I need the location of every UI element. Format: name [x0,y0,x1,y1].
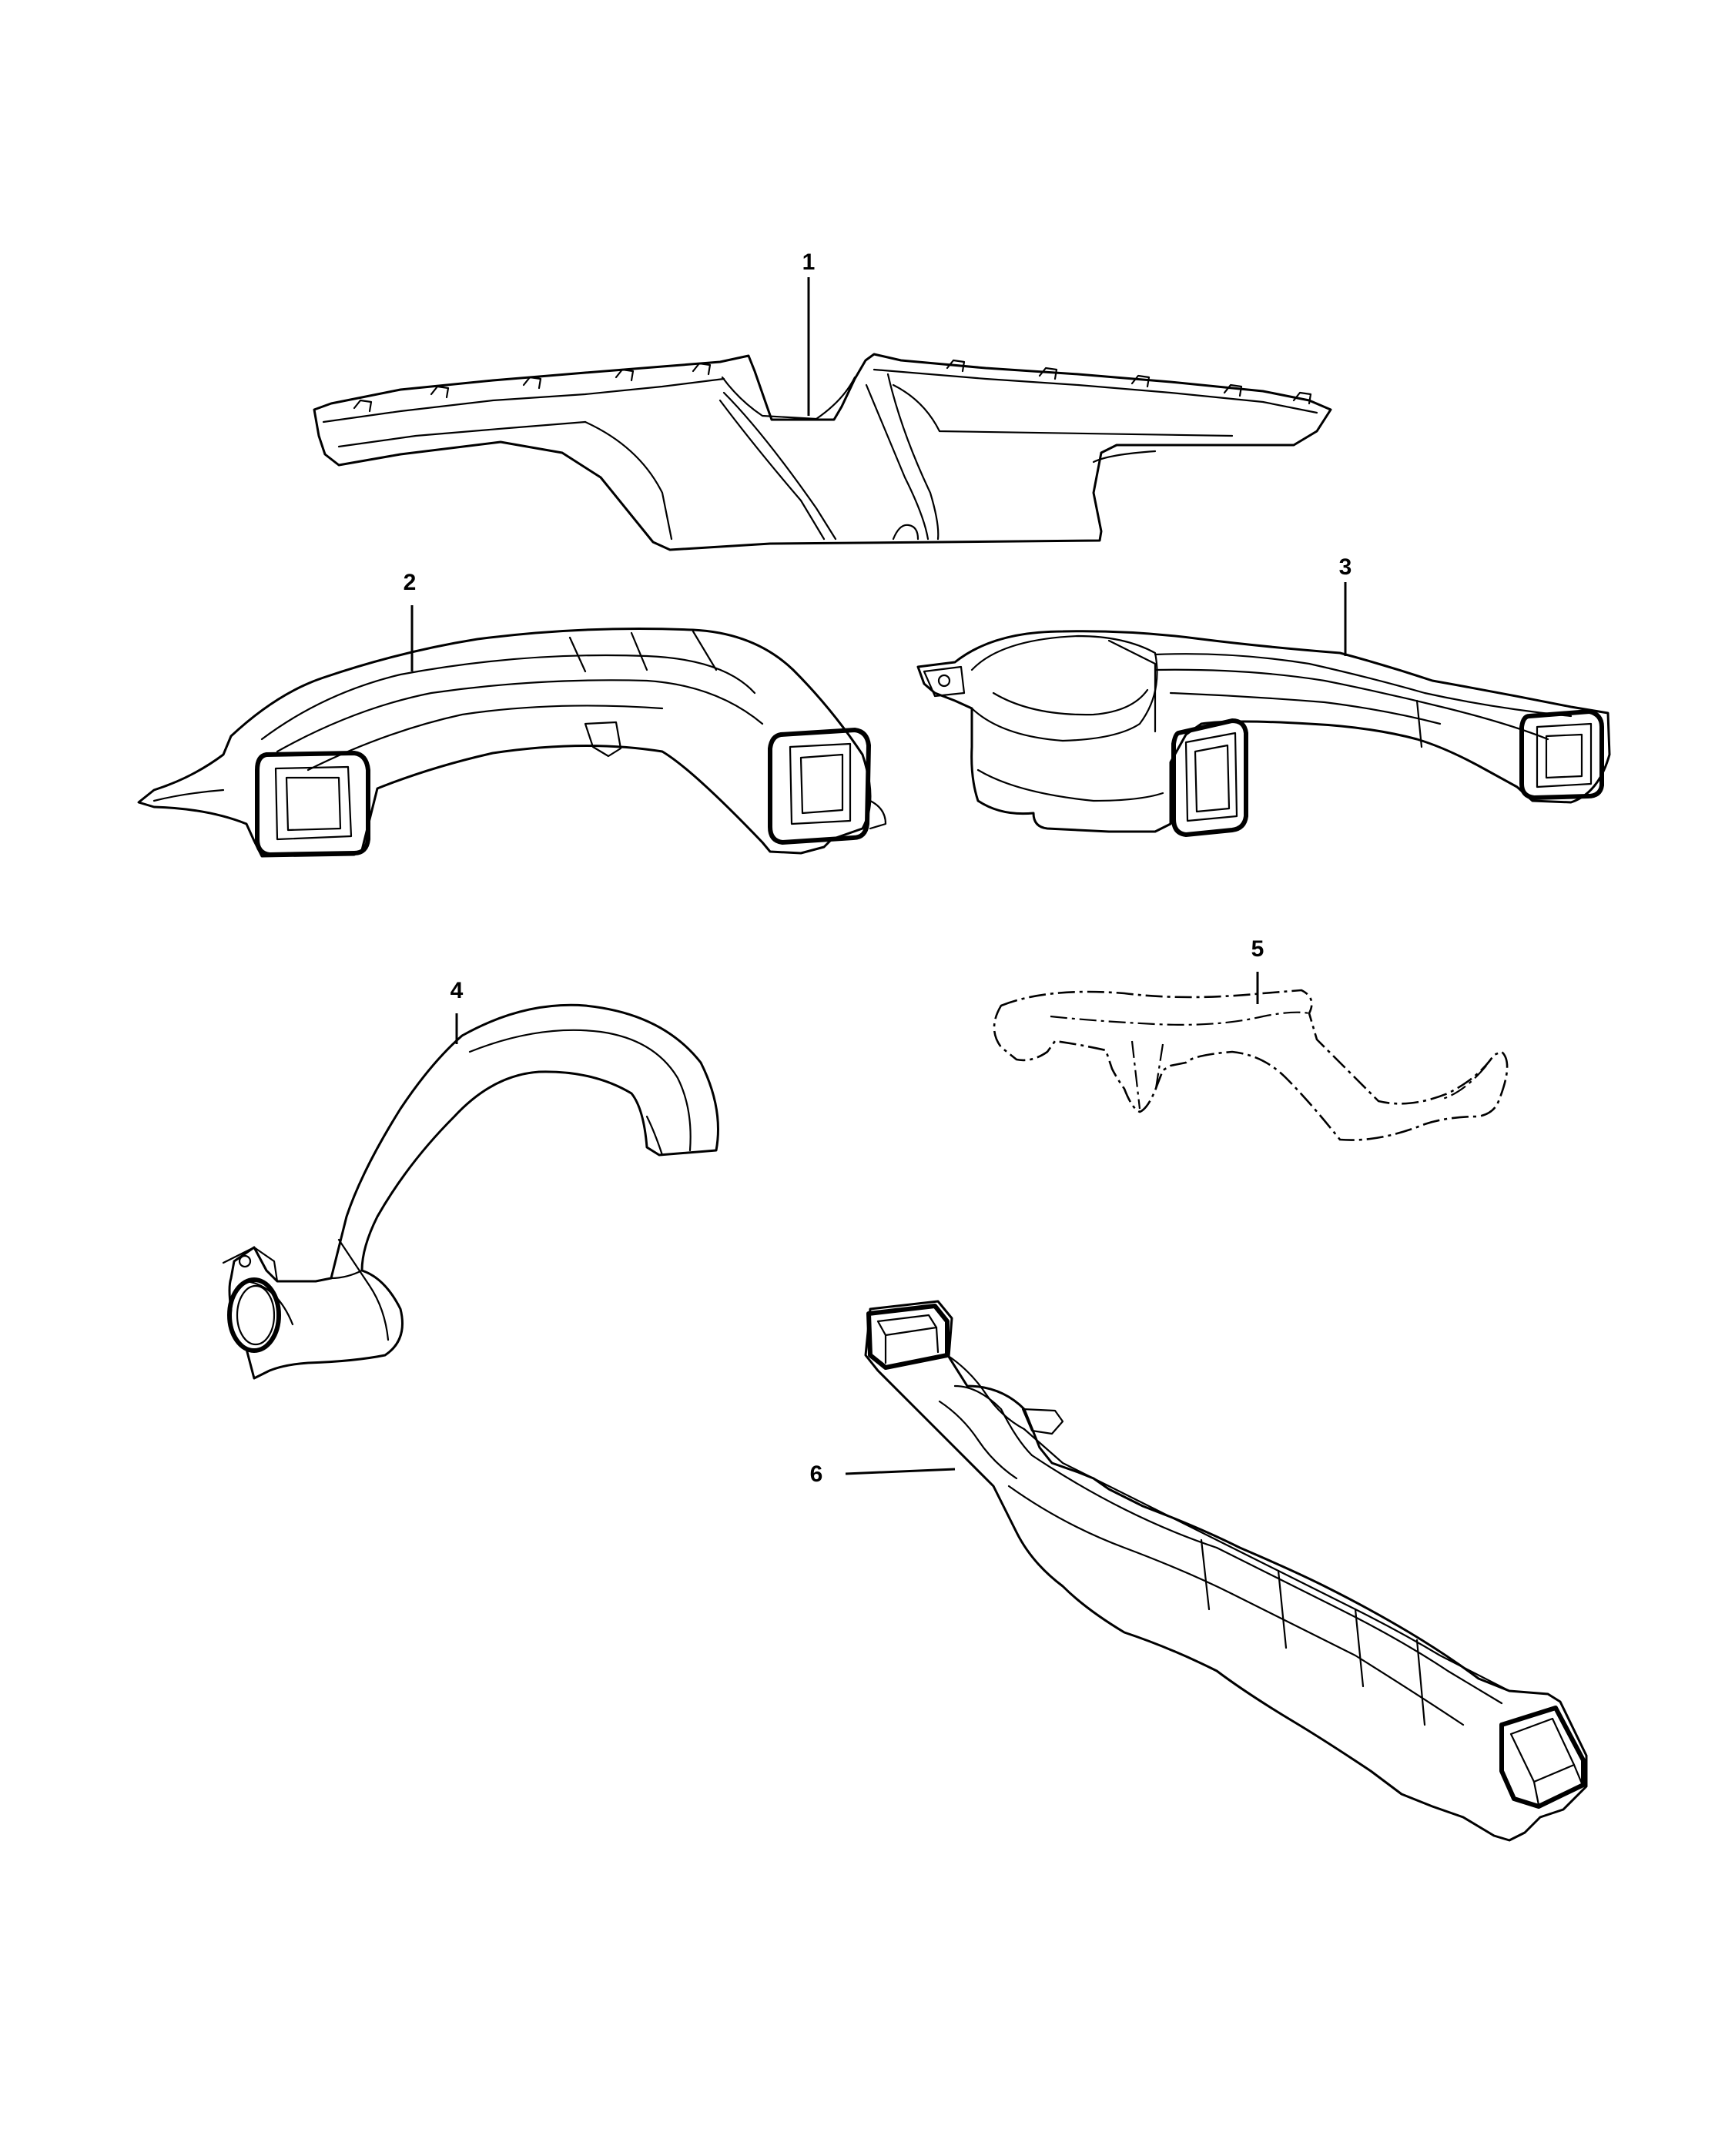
callout-1: 1 [802,249,816,275]
callout-4: 4 [451,978,464,1003]
leader-6 [845,1468,956,1475]
callout-2: 2 [404,570,417,595]
callout-3: 3 [1339,554,1352,580]
part-1-duct[interactable] [313,353,1332,551]
callout-6: 6 [810,1461,823,1487]
part-5-duct-phantom[interactable] [993,989,1509,1141]
part-3-duct[interactable] [916,630,1611,837]
callout-5: 5 [1251,936,1264,962]
part-4-duct[interactable] [222,1003,719,1380]
part-6-duct[interactable] [864,1300,1588,1842]
part-2-duct[interactable] [137,628,887,858]
